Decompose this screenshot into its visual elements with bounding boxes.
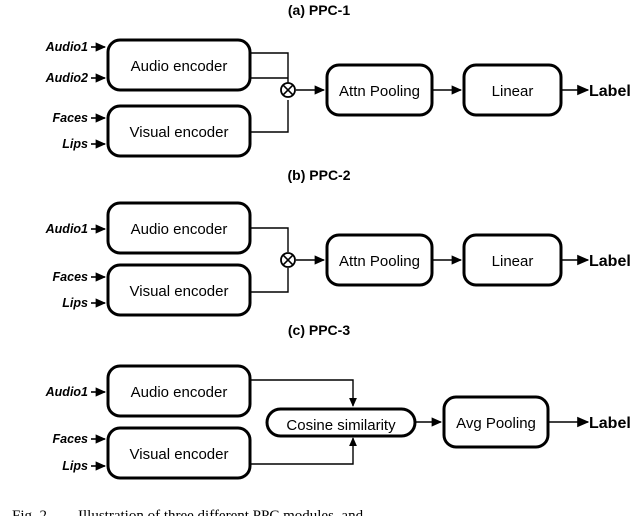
box-label-linear-ppc1: Linear — [492, 83, 534, 100]
box-visual-encoder-ppc2[interactable] — [106, 263, 252, 317]
panel-ppc-2: (b) PPC-2 Audio1 Faces Lips Audio encode… — [45, 167, 631, 317]
input-label-faces-ppc2: Faces — [53, 270, 88, 284]
wire-audio-out-ppc2 — [250, 227, 289, 252]
box-label-attn-pooling-ppc1: Attn Pooling — [339, 83, 420, 100]
box-label-cosine-similarity-ppc3: Cosine similarity — [286, 417, 396, 434]
multiply-operator-ppc2 — [280, 252, 296, 268]
box-label-visual-encoder-ppc1: Visual encoder — [130, 124, 229, 141]
input-label-audio2: Audio2 — [45, 71, 88, 85]
box-label-audio-encoder-ppc1: Audio encoder — [131, 58, 228, 75]
output-label-ppc3: Label — [589, 415, 631, 432]
wire-visual-out-ppc3 — [250, 437, 358, 465]
panel-title-ppc-3: (c) PPC-3 — [288, 322, 350, 338]
panel-title-ppc-1: (a) PPC-1 — [288, 2, 350, 18]
wire-audio-out-ppc3 — [250, 379, 358, 407]
input-label-lips: Lips — [62, 137, 88, 151]
caption-body: Illustration of three different PPC modu… — [78, 508, 364, 516]
input-label-audio1-ppc2: Audio1 — [45, 222, 88, 236]
box-audio-encoder-ppc1[interactable] — [106, 38, 252, 92]
input-label-lips-ppc3: Lips — [62, 459, 88, 473]
box-visual-encoder-ppc3[interactable] — [106, 426, 252, 480]
output-label-ppc1: Label — [589, 83, 631, 100]
box-label-linear-ppc2: Linear — [492, 253, 534, 270]
box-label-audio-encoder-ppc3: Audio encoder — [131, 384, 228, 401]
caption-prefix: Fig. 2. — [12, 508, 51, 516]
box-label-visual-encoder-ppc3: Visual encoder — [130, 446, 229, 463]
multiply-operator-ppc1 — [280, 82, 296, 98]
box-audio-encoder-ppc3[interactable] — [106, 364, 252, 418]
box-visual-encoder-ppc1[interactable] — [106, 104, 252, 158]
panel-title-ppc-2: (b) PPC-2 — [288, 167, 351, 183]
box-label-attn-pooling-ppc2: Attn Pooling — [339, 253, 420, 270]
wire-audio1-out-ppc1 — [250, 52, 289, 90]
input-label-audio1-ppc3: Audio1 — [45, 385, 88, 399]
input-label-lips-ppc2: Lips — [62, 296, 88, 310]
box-label-avg-pooling-ppc3: Avg Pooling — [456, 415, 536, 432]
panel-ppc-1: (a) PPC-1 Audio1 Audio2 Faces Lips Audio… — [45, 2, 631, 158]
input-label-faces: Faces — [53, 111, 88, 125]
output-label-ppc2: Label — [589, 253, 631, 270]
input-label-audio1: Audio1 — [45, 40, 88, 54]
figure-caption: Fig. 2. Illustration of three different … — [12, 508, 364, 516]
wire-visual-out-ppc1 — [250, 100, 289, 133]
box-label-visual-encoder-ppc2: Visual encoder — [130, 283, 229, 300]
panel-ppc-3: (c) PPC-3 Audio1 Faces Lips Audio encode… — [45, 322, 631, 480]
wire-visual-out-ppc2 — [250, 268, 289, 293]
box-label-audio-encoder-ppc2: Audio encoder — [131, 221, 228, 238]
input-label-faces-ppc3: Faces — [53, 432, 88, 446]
